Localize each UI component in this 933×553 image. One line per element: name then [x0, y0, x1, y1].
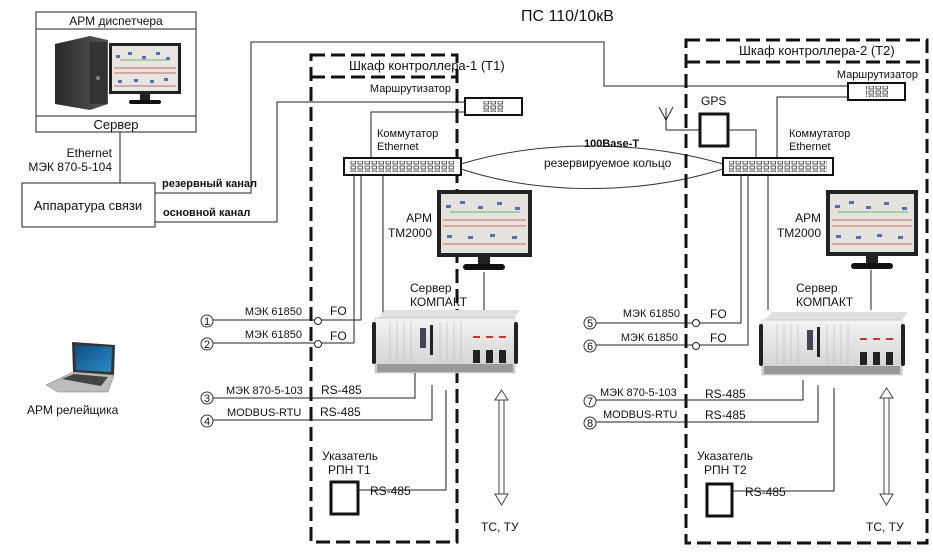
- svg-text:FO: FO: [330, 304, 347, 318]
- svg-text:RS-485: RS-485: [705, 408, 746, 422]
- input-6: 6 МЭК 61850 FO: [583, 331, 727, 353]
- fo-connector-icon: [314, 340, 322, 348]
- cabinet-2-rpn-indicator-icon: [705, 482, 734, 518]
- main-channel-label: основной канал: [163, 207, 250, 219]
- relay-laptop-icon: [45, 342, 115, 393]
- input-7: 7 МЭК 870-5-103 RS-485: [583, 387, 746, 408]
- dispatcher-header: АРМ диспетчера: [69, 14, 163, 28]
- cabinet-2-server-label-2: КОМПАКТ: [796, 295, 854, 309]
- cabinet-2: Шкаф контроллера-2 (Т2) Маршрутизатор GP…: [596, 38, 929, 545]
- antenna-icon: [658, 106, 700, 131]
- cabinet-2-gps-label: GPS: [701, 94, 726, 108]
- cabinet-1-arm-monitor-icon: [437, 190, 532, 270]
- ring-middle-label: резервируемое кольцо: [544, 156, 672, 170]
- input-4: 4 MODBUS-RTU RS-485: [200, 405, 361, 428]
- cabinet-1-switch-label-2: Ethernet: [377, 141, 419, 153]
- cabinet-1-rpn-link-label: RS-485: [370, 484, 411, 498]
- svg-text:МЭК 61850: МЭК 61850: [623, 308, 680, 320]
- input-2: 2 МЭК 61850 FO: [200, 329, 347, 351]
- comm-equipment: Аппаратура связи: [21, 182, 156, 228]
- svg-text:7: 7: [587, 396, 593, 408]
- cabinet-1: Шкаф контроллера-1 (Т1) Маршрутизатор Ко…: [210, 53, 532, 544]
- dispatcher-workstation: АРМ диспетчера Сервер: [35, 11, 197, 133]
- comm-equipment-label: Аппаратура связи: [34, 198, 142, 213]
- cabinet-1-io-label: ТС, ТУ: [481, 520, 519, 534]
- svg-text:МЭК 870-5-103: МЭК 870-5-103: [600, 387, 677, 399]
- cabinet-1-server-label-1: Сервер: [410, 281, 452, 295]
- cabinet-2-router-label: Маршрутизатор: [837, 69, 918, 81]
- cabinet-2-arm-label-2: ТМ2000: [777, 226, 821, 240]
- cabinet-1-arm-label-2: ТМ2000: [388, 226, 432, 240]
- cabinet-1-ethernet-switch-icon: [343, 157, 462, 176]
- svg-text:1: 1: [204, 316, 210, 328]
- relay-workstation-label: АРМ релейщика: [27, 403, 119, 417]
- cabinet-2-rpn-label-1: Указатель: [697, 449, 753, 463]
- cabinet-2-arm-label-1: АРМ: [795, 211, 821, 225]
- svg-text:FO: FO: [710, 307, 727, 321]
- svg-text:5: 5: [587, 318, 593, 330]
- svg-text:8: 8: [587, 418, 593, 430]
- cabinet-2-io-label: ТС, ТУ: [866, 520, 904, 534]
- main-channel-line: [155, 101, 465, 223]
- cabinet-1-switch-label-1: Коммутатор: [377, 128, 438, 140]
- input-1: 1 МЭК 61850 FO: [200, 304, 347, 328]
- svg-text:МЭК 61850: МЭК 61850: [245, 329, 302, 341]
- cabinet-2-server-rack-icon: [759, 312, 908, 376]
- cabinet-2-switch-label-2: Ethernet: [789, 141, 831, 153]
- dispatcher-footer: Сервер: [93, 117, 138, 132]
- cabinet-1-tc-tu-arrow-icon: [494, 389, 509, 506]
- input-8: 8 MODBUS-RTU RS-485: [583, 408, 746, 430]
- fo-connector-icon: [692, 342, 700, 350]
- svg-text:МЭК 870-5-103: МЭК 870-5-103: [226, 385, 303, 397]
- svg-text:6: 6: [587, 341, 593, 353]
- link-label-ethernet: Ethernet: [67, 146, 113, 160]
- server-tower-icon: [55, 36, 108, 110]
- svg-text:2: 2: [204, 339, 210, 351]
- svg-text:4: 4: [204, 416, 210, 428]
- svg-text:3: 3: [204, 393, 210, 405]
- page-title: ПС 110/10кВ: [521, 8, 614, 25]
- fo-connector-icon: [314, 317, 322, 325]
- cabinet-2-ethernet-switch-icon: [722, 157, 834, 176]
- cabinet-2-arm-monitor-icon: [826, 190, 918, 269]
- reserve-channel-label: резервный канал: [162, 178, 257, 190]
- ring-top-label: 100Base-T: [584, 138, 639, 150]
- cabinet-1-inputs: 1 МЭК 61850 FO 2 МЭК 61850 FO 3 МЭК 870-…: [200, 304, 362, 428]
- svg-text:MODBUS-RTU: MODBUS-RTU: [227, 407, 301, 419]
- link-label-iec104: МЭК 870-5-104: [28, 160, 112, 174]
- cabinet-1-server-rack-icon: [372, 310, 520, 374]
- cabinet-2-rpn-link-label: RS-485: [745, 485, 786, 499]
- svg-text:RS-485: RS-485: [705, 387, 746, 401]
- cabinet-2-gps-icon: [698, 112, 730, 148]
- cabinet-1-rpn-label-1: Указатель: [322, 449, 378, 463]
- fo-connector-icon: [692, 319, 700, 327]
- cabinet-2-rpn-label-2: РПН Т2: [704, 463, 747, 477]
- cabinet-2-router-icon: [847, 82, 906, 101]
- svg-text:RS-485: RS-485: [321, 383, 362, 397]
- svg-text:RS-485: RS-485: [320, 405, 361, 419]
- cabinet-1-rpn-label-2: РПН Т1: [328, 463, 371, 477]
- svg-text:MODBUS-RTU: MODBUS-RTU: [603, 409, 677, 421]
- cabinet-2-title: Шкаф контроллера-2 (Т2): [739, 43, 895, 58]
- svg-text:МЭК 61850: МЭК 61850: [621, 332, 678, 344]
- input-3: 3 МЭК 870-5-103 RS-485: [200, 383, 362, 405]
- reserve-channel-line: [155, 41, 848, 194]
- cabinet-1-router-switch-link: [370, 111, 465, 157]
- svg-text:FO: FO: [330, 329, 347, 343]
- cabinet-2-inputs: 5 МЭК 61850 FO 6 МЭК 61850 FO 7 МЭК 870-…: [583, 307, 746, 430]
- cabinet-1-title: Шкаф контроллера-1 (Т1): [349, 58, 505, 73]
- input-5: 5 МЭК 61850 FO: [583, 307, 727, 330]
- cabinet-2-switch-label-1: Коммутатор: [789, 128, 850, 140]
- redundant-ring: 100Base-T резервируемое кольцо: [460, 138, 724, 189]
- cabinet-2-tc-tu-arrow-icon: [879, 387, 894, 506]
- monitor-icon: [109, 43, 181, 104]
- cabinet-1-rpn-indicator-icon: [329, 480, 360, 516]
- svg-text:МЭК 61850: МЭК 61850: [245, 306, 302, 318]
- cabinet-1-router-icon: [464, 97, 523, 116]
- cabinet-1-router-label: Маршрутизатор: [370, 83, 451, 95]
- cabinet-1-arm-label-1: АРМ: [406, 211, 432, 225]
- cabinet-2-server-label-1: Сервер: [796, 281, 838, 295]
- svg-text:FO: FO: [710, 331, 727, 345]
- cabinet-1-server-label-2: КОМПАКТ: [410, 295, 468, 309]
